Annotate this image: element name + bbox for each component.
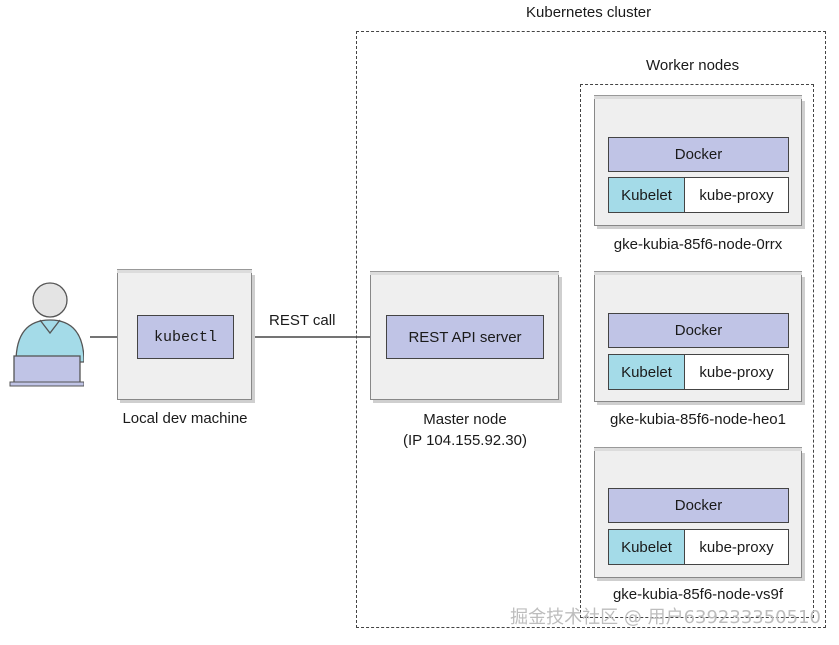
- kubelet-label: Kubelet: [621, 538, 672, 556]
- kubelet-box: Kubelet: [608, 529, 685, 565]
- rest-api-server-box: REST API server: [386, 315, 544, 359]
- worker-nodes-boundary: [580, 84, 814, 618]
- master-node-ip: (IP 104.155.92.30): [403, 432, 527, 449]
- local-dev-machine-label: Local dev machine: [122, 410, 248, 427]
- kube-proxy-box: kube-proxy: [684, 177, 789, 213]
- kubelet-box: Kubelet: [608, 177, 685, 213]
- watermark: 掘金技术社区 @ 用户639233350510: [510, 607, 821, 628]
- worker-node-3: Docker Kubelet kube-proxy: [594, 447, 802, 578]
- kubectl-box: kubectl: [137, 315, 234, 359]
- rest-call-label: REST call: [269, 312, 336, 329]
- master-node-title: Master node: [423, 411, 507, 428]
- worker-node-3-name: gke-kubia-85f6-node-vs9f: [612, 586, 784, 603]
- rest-api-server-label: REST API server: [408, 328, 522, 346]
- docker-label: Docker: [674, 497, 723, 514]
- kubectl-label: kubectl: [153, 328, 217, 346]
- kube-proxy-label: kube-proxy: [699, 363, 774, 381]
- kube-proxy-label: kube-proxy: [699, 186, 774, 204]
- kube-proxy-box: kube-proxy: [684, 354, 789, 390]
- worker-node-1: Docker Kubelet kube-proxy: [594, 95, 802, 226]
- docker-label: Docker: [674, 146, 723, 163]
- user-with-laptop-icon: [9, 282, 84, 387]
- cluster-title: Kubernetes cluster: [526, 4, 652, 21]
- worker-nodes-title: Worker nodes: [646, 57, 740, 74]
- worker-node-2: Docker Kubelet kube-proxy: [594, 271, 802, 402]
- docker-box: Docker: [608, 137, 789, 172]
- worker-node-1-name: gke-kubia-85f6-node-0rrx: [613, 236, 783, 253]
- docker-box: Docker: [608, 313, 789, 348]
- docker-box: Docker: [608, 488, 789, 523]
- worker-node-2-name: gke-kubia-85f6-node-heo1: [610, 411, 786, 428]
- kubelet-label: Kubelet: [621, 186, 672, 204]
- kubelet-box: Kubelet: [608, 354, 685, 390]
- kubelet-label: Kubelet: [621, 363, 672, 381]
- kube-proxy-label: kube-proxy: [699, 538, 774, 556]
- kube-proxy-box: kube-proxy: [684, 529, 789, 565]
- docker-label: Docker: [674, 322, 723, 339]
- kubernetes-cluster-boundary: [356, 31, 826, 628]
